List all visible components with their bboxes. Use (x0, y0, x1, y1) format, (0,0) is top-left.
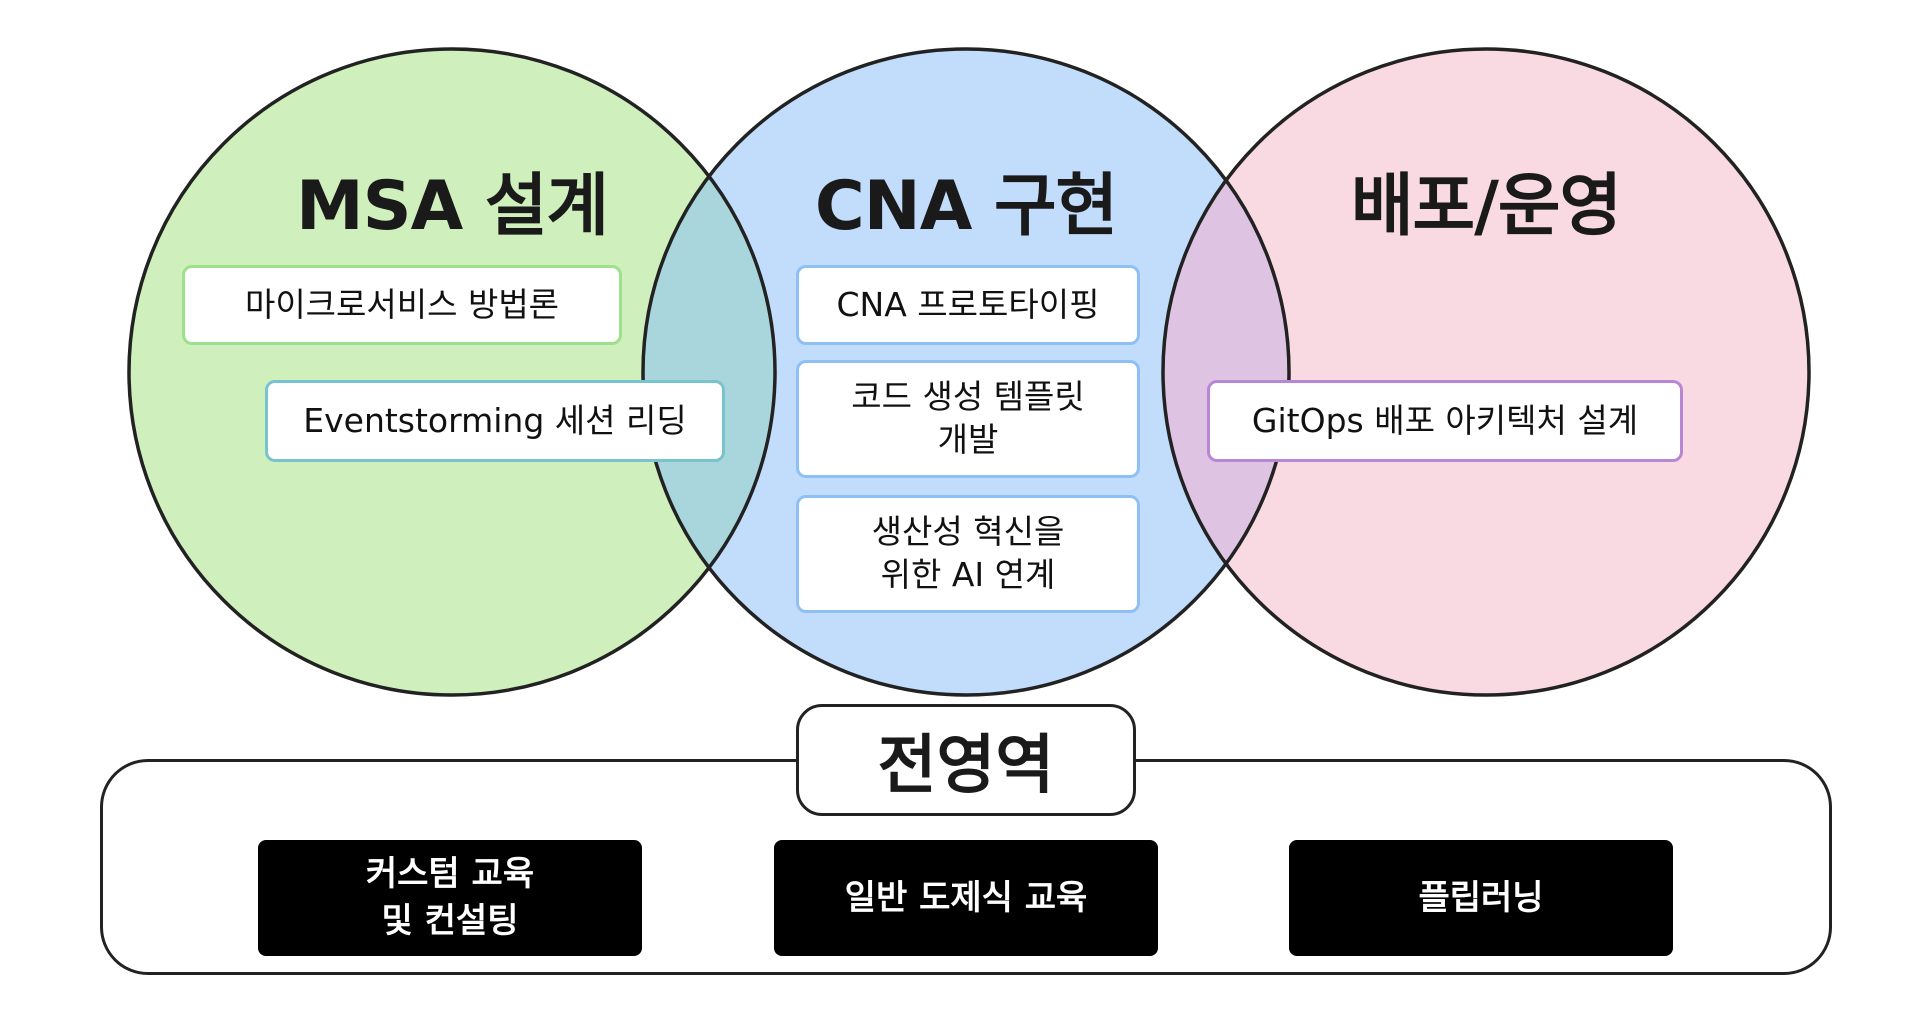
box-apprenticeship-training: 일반 도제식 교육 (774, 840, 1158, 956)
cna-title: CNA 구현 (814, 167, 1118, 246)
all-area-title: 전영역 (796, 704, 1136, 816)
ops-circle (1163, 49, 1809, 695)
msa-circle (129, 49, 775, 695)
cna-item-ai: 생산성 혁신을 위한 AI 연계 (796, 495, 1140, 613)
ops-title: 배포/운영 (1350, 167, 1622, 246)
msa-title: MSA 설계 (295, 167, 609, 246)
box-custom-training: 커스텀 교육 및 컨설팅 (258, 840, 642, 956)
cna-item-template: 코드 생성 템플릿 개발 (796, 360, 1140, 478)
msa-item-methodology: 마이크로서비스 방법론 (182, 265, 622, 345)
msa-item-eventstorming: Eventstorming 세션 리딩 (265, 380, 725, 462)
cna-item-prototyping: CNA 프로토타이핑 (796, 265, 1140, 345)
circle-outlines (127, 47, 1811, 697)
ops-item-gitops: GitOps 배포 아키텍처 설계 (1207, 380, 1683, 462)
box-flipped-learning: 플립러닝 (1289, 840, 1673, 956)
